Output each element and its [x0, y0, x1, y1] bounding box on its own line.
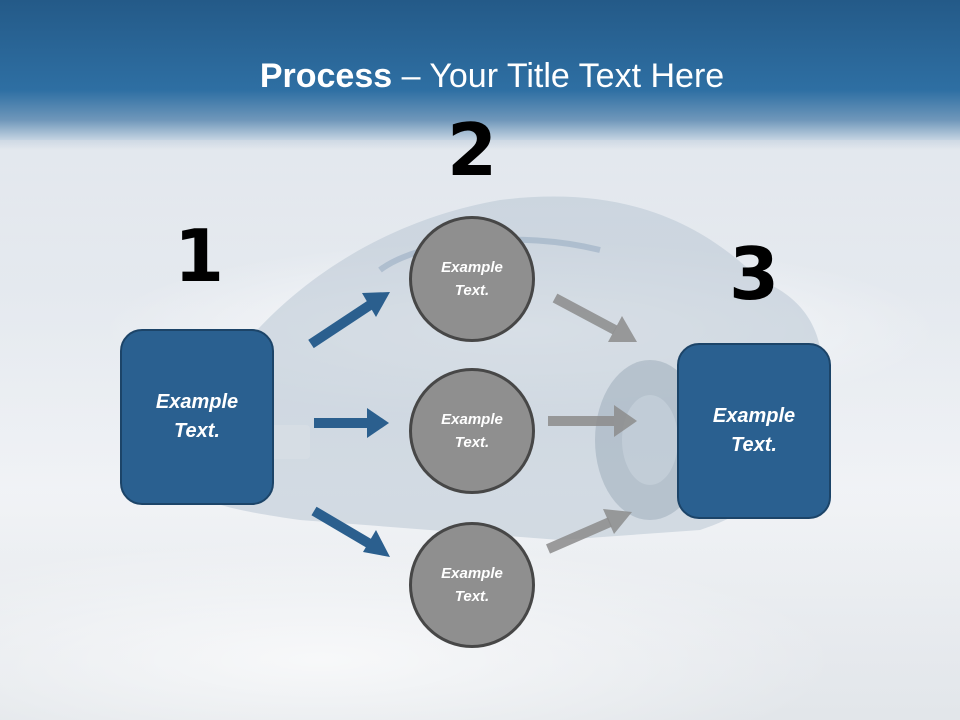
step-2-number: 2 — [446, 108, 498, 192]
step-3-number: 3 — [728, 232, 780, 316]
header-band — [0, 0, 960, 150]
title-dash: – — [392, 57, 430, 95]
blue-arrow-right — [314, 408, 389, 438]
step-2-circle-middle[interactable]: Example Text. — [409, 368, 535, 494]
step-3-box[interactable]: Example Text. — [677, 343, 831, 519]
step-3-label: Example Text. — [712, 405, 796, 456]
circle-bottom-label: Example Text. — [441, 565, 503, 605]
title-rest: Your Title Text Here — [429, 57, 725, 95]
circle-top-label: Example Text. — [441, 259, 503, 299]
title-strong: Process — [259, 57, 393, 95]
grey-arrow-right — [548, 405, 637, 437]
blue-arrow-up — [308, 292, 390, 349]
step-2-circle-top[interactable]: Example Text. — [409, 216, 535, 342]
step-2-circle-bottom[interactable]: Example Text. — [409, 522, 535, 648]
step-1-number: 1 — [173, 214, 225, 298]
page-title: Process – Your Title Text Here — [0, 54, 960, 98]
grey-arrow-down — [552, 293, 637, 342]
grey-arrow-up — [546, 509, 632, 554]
circle-middle-label: Example Text. — [441, 411, 503, 451]
step-1-box[interactable]: Example Text. — [120, 329, 274, 505]
step-1-label: Example Text. — [155, 391, 239, 442]
blue-arrow-down — [311, 506, 390, 557]
